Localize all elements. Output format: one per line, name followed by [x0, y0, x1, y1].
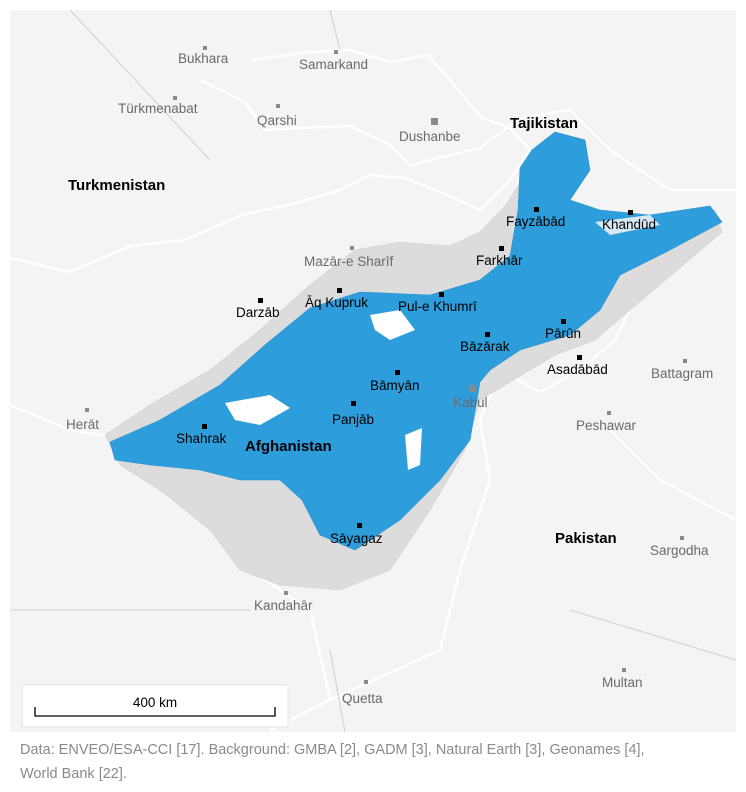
scale-bar-label: 400 km — [133, 695, 177, 710]
snow-cover-region — [109, 131, 723, 551]
city-label: Türkmenabat — [118, 101, 198, 116]
city-label: Pārūn — [545, 326, 581, 341]
city-label: Sāyagaz — [330, 531, 383, 546]
caption-line: World Bank [22]. — [20, 766, 127, 782]
city-label: Dushanbe — [399, 129, 461, 144]
snow-holes — [225, 215, 660, 470]
figure-caption: Data: ENVEO/ESA-CCI [17]. Background: GM… — [20, 738, 730, 786]
country-label: Pakistan — [555, 530, 617, 547]
city-label: Panjāb — [332, 412, 374, 427]
city-label: Fayzābād — [506, 214, 565, 229]
city-label: Shahrak — [176, 431, 227, 446]
city-label: Khandūd — [602, 217, 656, 232]
city-label: Bāmyān — [370, 378, 420, 393]
city-markers-major — [202, 207, 633, 528]
city-label: Quetta — [342, 691, 383, 706]
city-label: Herāt — [66, 417, 99, 432]
city-label: Darzāb — [236, 305, 280, 320]
city-label: Qarshi — [257, 113, 297, 128]
city-label: Asadābād — [547, 362, 608, 377]
city-label: Kandahār — [254, 598, 313, 613]
country-label: Tajikistan — [510, 115, 578, 132]
city-label: Kabul — [453, 395, 488, 410]
city-label: Bāzārak — [460, 339, 510, 354]
city-markers-minor — [85, 46, 687, 684]
map-canvas: Turkmenistan Tajikistan Afghanistan Paki… — [9, 9, 737, 733]
city-label: Samarkand — [299, 57, 368, 72]
city-label: Peshawar — [576, 418, 637, 433]
country-label: Afghanistan — [245, 438, 332, 455]
map: Turkmenistan Tajikistan Afghanistan Paki… — [9, 9, 737, 733]
city-label: Multan — [602, 675, 643, 690]
scale-bar: 400 km — [21, 684, 289, 728]
city-label: Pul-e Khumrī — [398, 299, 477, 314]
city-label: Bukhara — [178, 51, 229, 66]
admin-lines — [10, 9, 737, 733]
city-label: Mazār-e Sharīf — [304, 254, 394, 269]
city-label: Farkhār — [476, 253, 523, 268]
city-label: Battagram — [651, 366, 713, 381]
country-label: Turkmenistan — [68, 177, 165, 194]
city-label: Āq Kupruk — [305, 295, 368, 310]
caption-line: Data: ENVEO/ESA-CCI [17]. Background: GM… — [20, 742, 645, 758]
city-label: Sargodha — [650, 543, 709, 558]
